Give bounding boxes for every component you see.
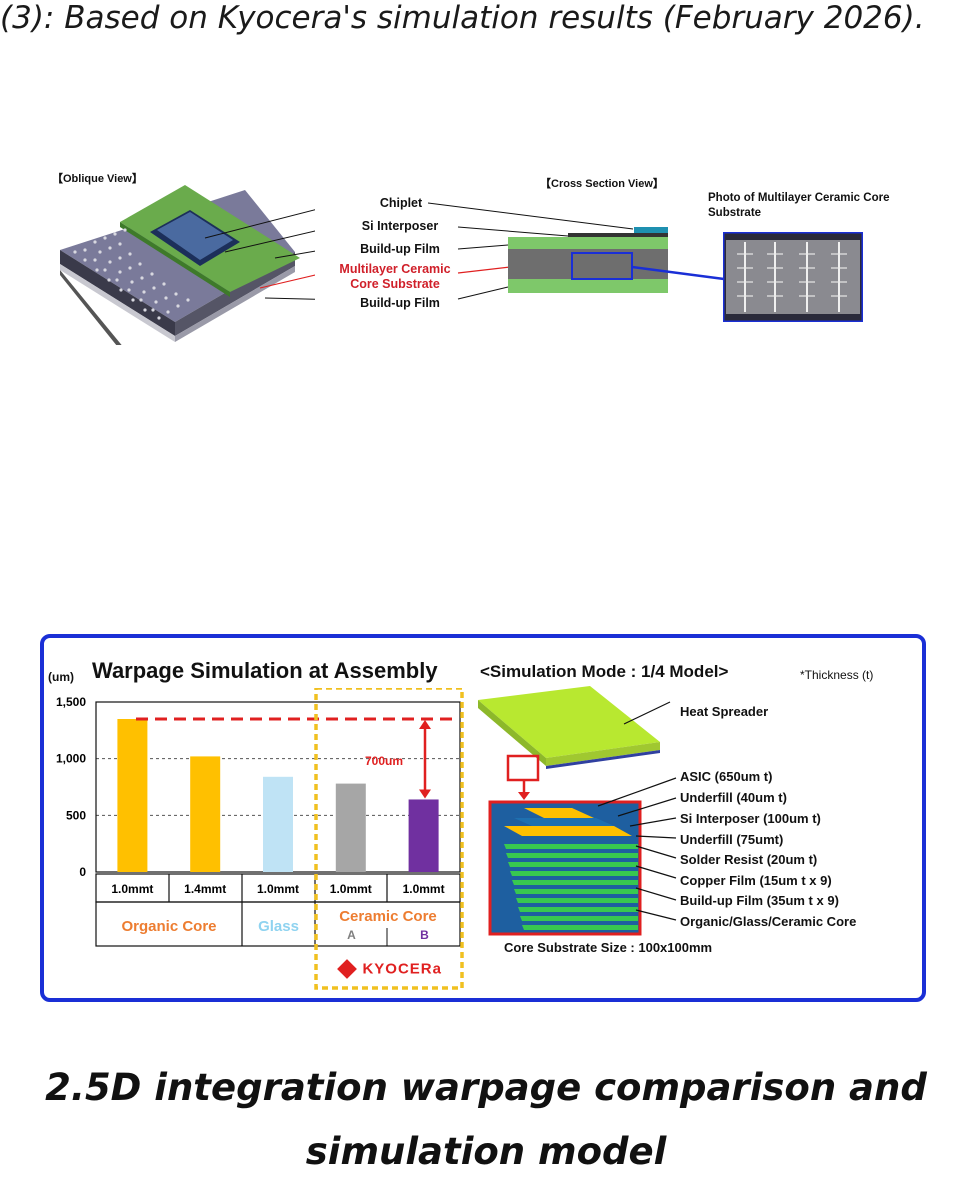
chart-y-unit: (um)	[48, 670, 74, 684]
category-label: 1.0mmt	[111, 882, 153, 896]
ceramic-highlight-box	[314, 688, 464, 990]
y-tick-label: 0	[79, 865, 86, 879]
buildup-film-layer	[508, 862, 638, 867]
y-tick-label: 1,000	[56, 752, 86, 766]
bar-4	[408, 799, 439, 872]
interposer-block	[568, 233, 668, 237]
zoom-region	[506, 754, 540, 782]
heat-spreader-top	[478, 686, 660, 758]
model-layer-label: Copper Film (15um t x 9)	[680, 873, 832, 888]
buildup-film-layer	[518, 907, 638, 912]
buildup-film-layer	[504, 844, 638, 849]
buildup-film-layer	[506, 853, 638, 858]
model-layer-label: Underfill (75umt)	[680, 832, 784, 847]
ball-grid	[73, 228, 190, 320]
oblique-view-label: 【Oblique View】	[52, 173, 143, 185]
layer-label-buildup-film-top: Build-up Film	[360, 242, 440, 256]
arrow-head-down	[419, 789, 431, 799]
cross-section-label: 【Cross Section View】	[540, 178, 664, 190]
caption-line-1: 2.5D integration warpage comparison and	[45, 1066, 927, 1109]
buildup-film-layer	[512, 880, 638, 885]
cross-section-illustration	[428, 202, 725, 300]
ceramic-sub-a: A	[347, 928, 356, 942]
chiplet-block	[634, 227, 668, 233]
group-label-ceramic: Ceramic Core	[339, 908, 437, 925]
group-label-organic: Organic Core	[121, 918, 217, 935]
buildup-film-bottom-block	[508, 279, 668, 293]
model-layer-label: Build-up Film (35um t x 9)	[680, 893, 839, 908]
kyocera-wordmark: KYOCERa	[362, 960, 442, 978]
bar-2	[263, 776, 293, 872]
model-leader-lines	[597, 777, 677, 921]
difference-annotation: 700um	[365, 754, 404, 768]
buildup-film-layer	[516, 898, 638, 903]
buildup-film-layer	[522, 925, 638, 930]
simulation-model-illustration	[478, 686, 671, 936]
chart-title: Warpage Simulation at Assembly	[92, 658, 438, 683]
heat-spreader-label: Heat Spreader	[680, 704, 769, 719]
thickness-note: *Thickness (t)	[800, 668, 874, 682]
model-layer-label: Si Interposer (100um t)	[680, 811, 821, 826]
kyocera-logo: KYOCERa	[337, 958, 442, 979]
bar-0	[117, 719, 148, 872]
bar-1	[190, 756, 221, 872]
buildup-film-layer	[520, 916, 638, 921]
buildup-film-layer	[514, 889, 638, 894]
photo-label: Photo of Multilayer Ceramic Core Substra…	[708, 192, 890, 219]
zoom-box	[571, 252, 633, 280]
model-layer-label: Organic/Glass/Ceramic Core	[680, 914, 857, 929]
group-label-glass: Glass	[258, 918, 299, 935]
core-size-label: Core Substrate Size : 100x100mm	[504, 940, 713, 955]
category-label: 1.0mmt	[403, 882, 445, 896]
model-layer-label: ASIC (650um t)	[680, 769, 773, 784]
kyocera-mark-icon	[337, 958, 357, 979]
oblique-view-illustration	[60, 185, 315, 345]
buildup-film-layer	[510, 871, 638, 876]
arrow-head-up	[419, 720, 431, 729]
category-label: 1.4mmt	[184, 882, 226, 896]
layer-label-ceramic-core: Multilayer Ceramic Core Substrate	[339, 262, 451, 291]
category-label: 1.0mmt	[330, 882, 372, 896]
layer-label-chiplet: Chiplet	[379, 196, 423, 210]
y-tick-label: 500	[66, 808, 86, 822]
buildup-film-top-block	[508, 237, 668, 249]
simulation-panel	[40, 634, 926, 1002]
footnote: (3): Based on Kyocera's simulation resul…	[0, 0, 925, 36]
simulation-mode-label: <Simulation Mode : 1/4 Model>	[480, 662, 729, 681]
group-row-frame	[95, 901, 461, 947]
layer-label-si-interposer: Si Interposer	[361, 219, 439, 233]
ceramic-core-photo	[723, 232, 863, 322]
bar-3	[335, 783, 366, 872]
model-layer-label: Underfill (40um t)	[680, 790, 787, 805]
warpage-bar-chart: 1,500 1,000 500 0 1.0mmt 1.4mmt 1.0mmt 1.0mmt 1…	[56, 688, 464, 990]
ceramic-sub-b: B	[420, 928, 429, 942]
caption-line-2: simulation model	[305, 1130, 667, 1173]
layer-label-buildup-film-bottom: Build-up Film	[360, 296, 440, 310]
y-tick-label: 1,500	[56, 695, 86, 709]
category-label: 1.0mmt	[257, 882, 299, 896]
model-layer-label: Solder Resist (20um t)	[680, 852, 818, 867]
